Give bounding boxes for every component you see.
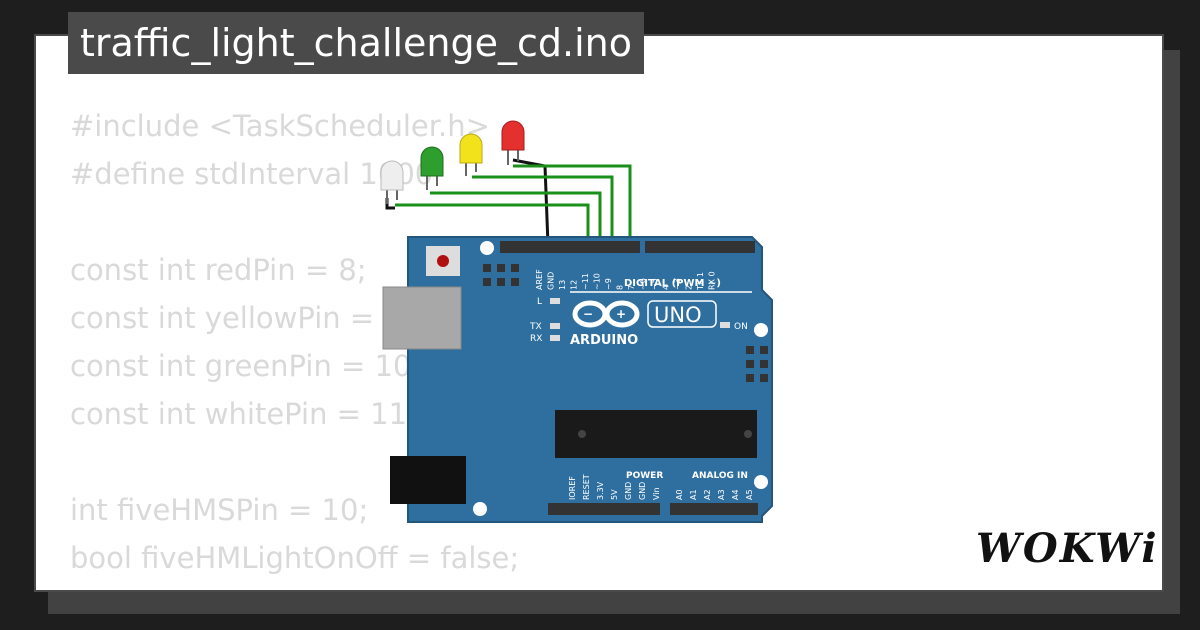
code-line: #include <TaskScheduler.h>	[70, 109, 490, 143]
pin-label: GND	[624, 482, 633, 500]
mount-hole	[480, 241, 494, 255]
digital-header-right	[645, 241, 755, 253]
led-l	[550, 298, 560, 304]
pin-label: RX 0	[708, 271, 717, 290]
pin-label: ~3	[673, 278, 682, 290]
power-jack	[390, 456, 466, 504]
svg-text:−: −	[583, 307, 593, 321]
led-on-label: ON	[734, 322, 748, 332]
pin-label: A0	[675, 489, 684, 500]
analog-label: ANALOG IN	[692, 471, 748, 481]
led-green[interactable]	[420, 146, 444, 190]
analog-header	[670, 503, 758, 515]
pin-label: A1	[689, 489, 698, 500]
pin-label: GND	[638, 482, 647, 500]
digital-label: DIGITAL (PWM ~)	[624, 278, 721, 289]
pin-label: ~11	[581, 273, 590, 290]
file-title: traffic_light_challenge_cd.ino	[68, 12, 644, 74]
arduino-logo-icon	[572, 300, 640, 328]
wire-red	[513, 164, 632, 245]
pin-label: 2	[685, 285, 694, 290]
pin-label: 13	[558, 280, 567, 290]
pin-label: 7	[627, 285, 636, 290]
pin-label: 5V	[610, 489, 619, 500]
pin-label: IOREF	[568, 476, 577, 500]
pin-label: ~10	[593, 273, 602, 290]
wire-white	[395, 203, 590, 245]
pin-label: TX 1	[696, 272, 705, 291]
pin-label: A2	[703, 489, 712, 500]
svg-text:+: +	[616, 307, 626, 321]
pin-label: 12	[570, 280, 579, 290]
pin-label: AREF	[535, 269, 544, 290]
led-rx-label: RX	[530, 334, 542, 344]
wire-white-cathode	[385, 198, 395, 210]
led-red[interactable]	[501, 120, 525, 165]
led-yellow[interactable]	[459, 133, 483, 176]
code-line: bool fiveHMLightOnOff = false;	[70, 541, 520, 575]
led-rx	[550, 335, 560, 341]
pin-label: RESET	[582, 474, 591, 500]
power-header	[548, 503, 660, 515]
led-on	[720, 322, 730, 328]
pin-label: GND	[547, 272, 556, 290]
pin-label: ~9	[604, 278, 613, 290]
pin-label: ~6	[639, 278, 648, 290]
led-white[interactable]	[380, 160, 404, 204]
code-line: const int greenPin = 10;	[70, 349, 422, 383]
mount-hole	[754, 475, 768, 489]
pin-label: A5	[745, 489, 754, 500]
usb-port	[382, 286, 462, 350]
pin-label: ~5	[650, 278, 659, 290]
icsp-header	[483, 264, 768, 382]
wire-green	[430, 191, 602, 245]
board-brand: ARDUINO	[570, 333, 638, 348]
wire-gnd	[512, 158, 550, 246]
wire-yellow	[472, 175, 614, 245]
mount-hole	[754, 323, 768, 337]
pin-label: A4	[731, 489, 740, 500]
code-preview: #include <TaskScheduler.h>#define stdInt…	[70, 102, 519, 582]
code-line: const int redPin = 8;	[70, 253, 367, 287]
reset-button-cap	[437, 255, 449, 267]
atmega-chip	[555, 410, 757, 458]
wires	[385, 158, 632, 246]
mount-hole	[473, 502, 487, 516]
wokwi-logo: WOKWi	[976, 525, 1159, 572]
board-model: UNO	[654, 303, 702, 327]
led-l-label: L	[537, 297, 542, 307]
pin-label: A3	[717, 489, 726, 500]
led-tx-label: TX	[529, 322, 542, 332]
led-tx	[550, 323, 560, 329]
power-label: POWER	[626, 471, 663, 481]
pin-label: 3.3V	[596, 481, 605, 500]
digital-header-left	[500, 241, 640, 253]
pin-label: 4	[662, 285, 671, 290]
code-line: int fiveHMSPin = 10;	[70, 493, 369, 527]
pin-label: 8	[616, 285, 625, 290]
pin-label: Vin	[652, 487, 661, 500]
